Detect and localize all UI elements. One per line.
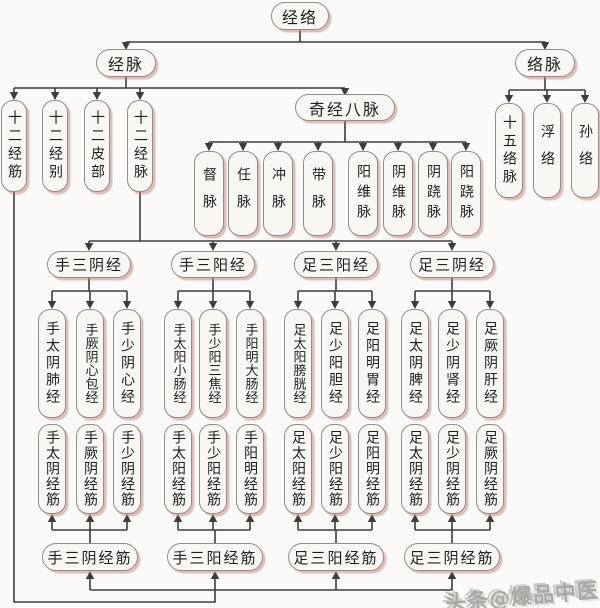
node-foot-shaoyang-sinew: 足少阳经筋 xyxy=(321,424,349,514)
node-yinwei-vessel: 阴维脉 xyxy=(383,151,413,236)
node-jingmai: 经脉 xyxy=(96,49,156,77)
node-foot-shaoyin-sinew: 足少阴经筋 xyxy=(438,424,466,514)
node-hand-shaoyin-heart: 手少阴心经 xyxy=(113,309,141,418)
node-twelve-sinews: 十二经筋 xyxy=(1,100,27,192)
node-hand-jueyin-pericardium: 手厥阴心包经 xyxy=(76,309,104,418)
node-twelve-skin-zones: 十二皮部 xyxy=(84,100,110,192)
node-chong-vessel: 冲脉 xyxy=(263,151,293,236)
node-group-hand-three-yin: 手三阴经 xyxy=(47,251,131,278)
node-foot-three-yang-sinews: 足三阳经筋 xyxy=(288,543,384,571)
node-twelve-meridians: 十二经脉 xyxy=(127,100,153,192)
node-foot-jueyin-liver: 足厥阴肝经 xyxy=(476,309,504,418)
node-foot-taiyang-sinew: 足太阳经筋 xyxy=(284,424,312,514)
node-hand-three-yin-sinews: 手三阴经筋 xyxy=(42,543,138,571)
node-group-hand-three-yang: 手三阳经 xyxy=(171,251,255,278)
node-hand-taiyang-small-intestine: 手太阳小肠经 xyxy=(164,309,192,418)
node-foot-shaoyang-gallbladder: 足少阳胆经 xyxy=(321,309,349,418)
node-hand-taiyang-sinew: 手太阳经筋 xyxy=(164,424,192,514)
node-foot-three-yin-sinews: 足三阴经筋 xyxy=(404,543,500,571)
node-foot-yangming-stomach: 足阳明胃经 xyxy=(358,309,386,418)
node-sun-collaterals: 孙络 xyxy=(571,103,599,198)
node-du-vessel: 督脉 xyxy=(194,151,224,236)
node-hand-shaoyang-sinew: 手少阳经筋 xyxy=(199,424,227,514)
node-hand-taiyin-sinew: 手太阴经筋 xyxy=(38,424,66,514)
node-hand-yangming-sinew: 手阳明经筋 xyxy=(236,424,264,514)
node-eight-extraordinary-vessels: 奇经八脉 xyxy=(295,94,395,121)
node-dai-vessel: 带脉 xyxy=(303,151,333,236)
node-foot-jueyin-sinew: 足厥阴经筋 xyxy=(476,424,504,514)
node-hand-shaoyang-sanjiao: 手少阳三焦经 xyxy=(199,309,227,418)
node-jingluo: 经络 xyxy=(271,2,329,30)
node-foot-taiyin-spleen: 足太阴脾经 xyxy=(401,309,429,418)
node-foot-taiyin-sinew: 足太阴经筋 xyxy=(401,424,429,514)
node-hand-three-yang-sinews: 手三阳经筋 xyxy=(167,543,263,571)
node-hand-yangming-large-intestine: 手阳明大肠经 xyxy=(236,309,264,418)
node-foot-taiyang-bladder: 足太阳膀胱经 xyxy=(284,309,312,418)
node-group-foot-three-yang: 足三阳经 xyxy=(294,251,378,278)
node-hand-jueyin-sinew: 手厥阴经筋 xyxy=(76,424,104,514)
node-fu-collaterals: 浮络 xyxy=(533,103,561,198)
node-yinqiao-vessel: 阴跷脉 xyxy=(418,151,448,236)
node-fifteen-collaterals: 十五络脉 xyxy=(495,103,523,198)
node-twelve-divergences: 十二经别 xyxy=(42,100,68,192)
node-hand-taiyin-lung: 手太阴肺经 xyxy=(38,309,66,418)
node-ren-vessel: 任脉 xyxy=(228,151,258,236)
node-foot-yangming-sinew: 足阳明经筋 xyxy=(358,424,386,514)
node-yangwei-vessel: 阳维脉 xyxy=(348,151,378,236)
node-group-foot-three-yin: 足三阴经 xyxy=(410,251,494,278)
node-hand-shaoyin-sinew: 手少阴经筋 xyxy=(113,424,141,514)
node-luomai: 络脉 xyxy=(515,49,575,77)
node-foot-shaoyin-kidney: 足少阴肾经 xyxy=(438,309,466,418)
node-yangqiao-vessel: 阳跷脉 xyxy=(451,151,481,236)
